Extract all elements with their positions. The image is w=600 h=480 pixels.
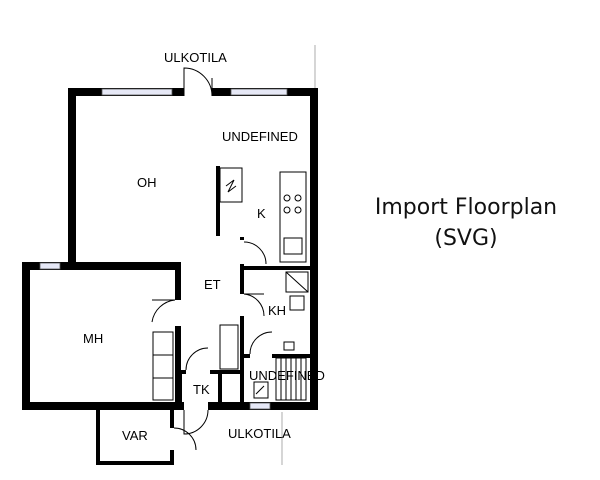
label-k: K [257,206,266,221]
label-mh: MH [83,331,103,346]
exterior-walls [22,88,318,465]
room-labels: ULKOTILA UNDEFINED OH K ET KH MH TK UNDE… [83,50,325,443]
label-kh: KH [268,303,286,318]
label-undefined-top: UNDEFINED [222,129,298,144]
label-var: VAR [122,428,148,443]
doors [151,67,273,451]
label-tk: TK [193,382,210,397]
windows [39,88,288,410]
label-oh: OH [137,175,157,190]
label-ulkotila-bottom: ULKOTILA [228,426,291,441]
label-et: ET [204,277,221,292]
import-title-line-2: (SVG) [434,226,497,251]
guide-lines [281,45,316,465]
label-undefined-bottom: UNDEFINED [249,368,325,383]
import-title-line-1: Import Floorplan [375,195,557,220]
label-ulkotila-top: ULKOTILA [164,50,227,65]
fixtures [152,167,309,401]
import-title: Import Floorplan (SVG) [375,195,557,251]
